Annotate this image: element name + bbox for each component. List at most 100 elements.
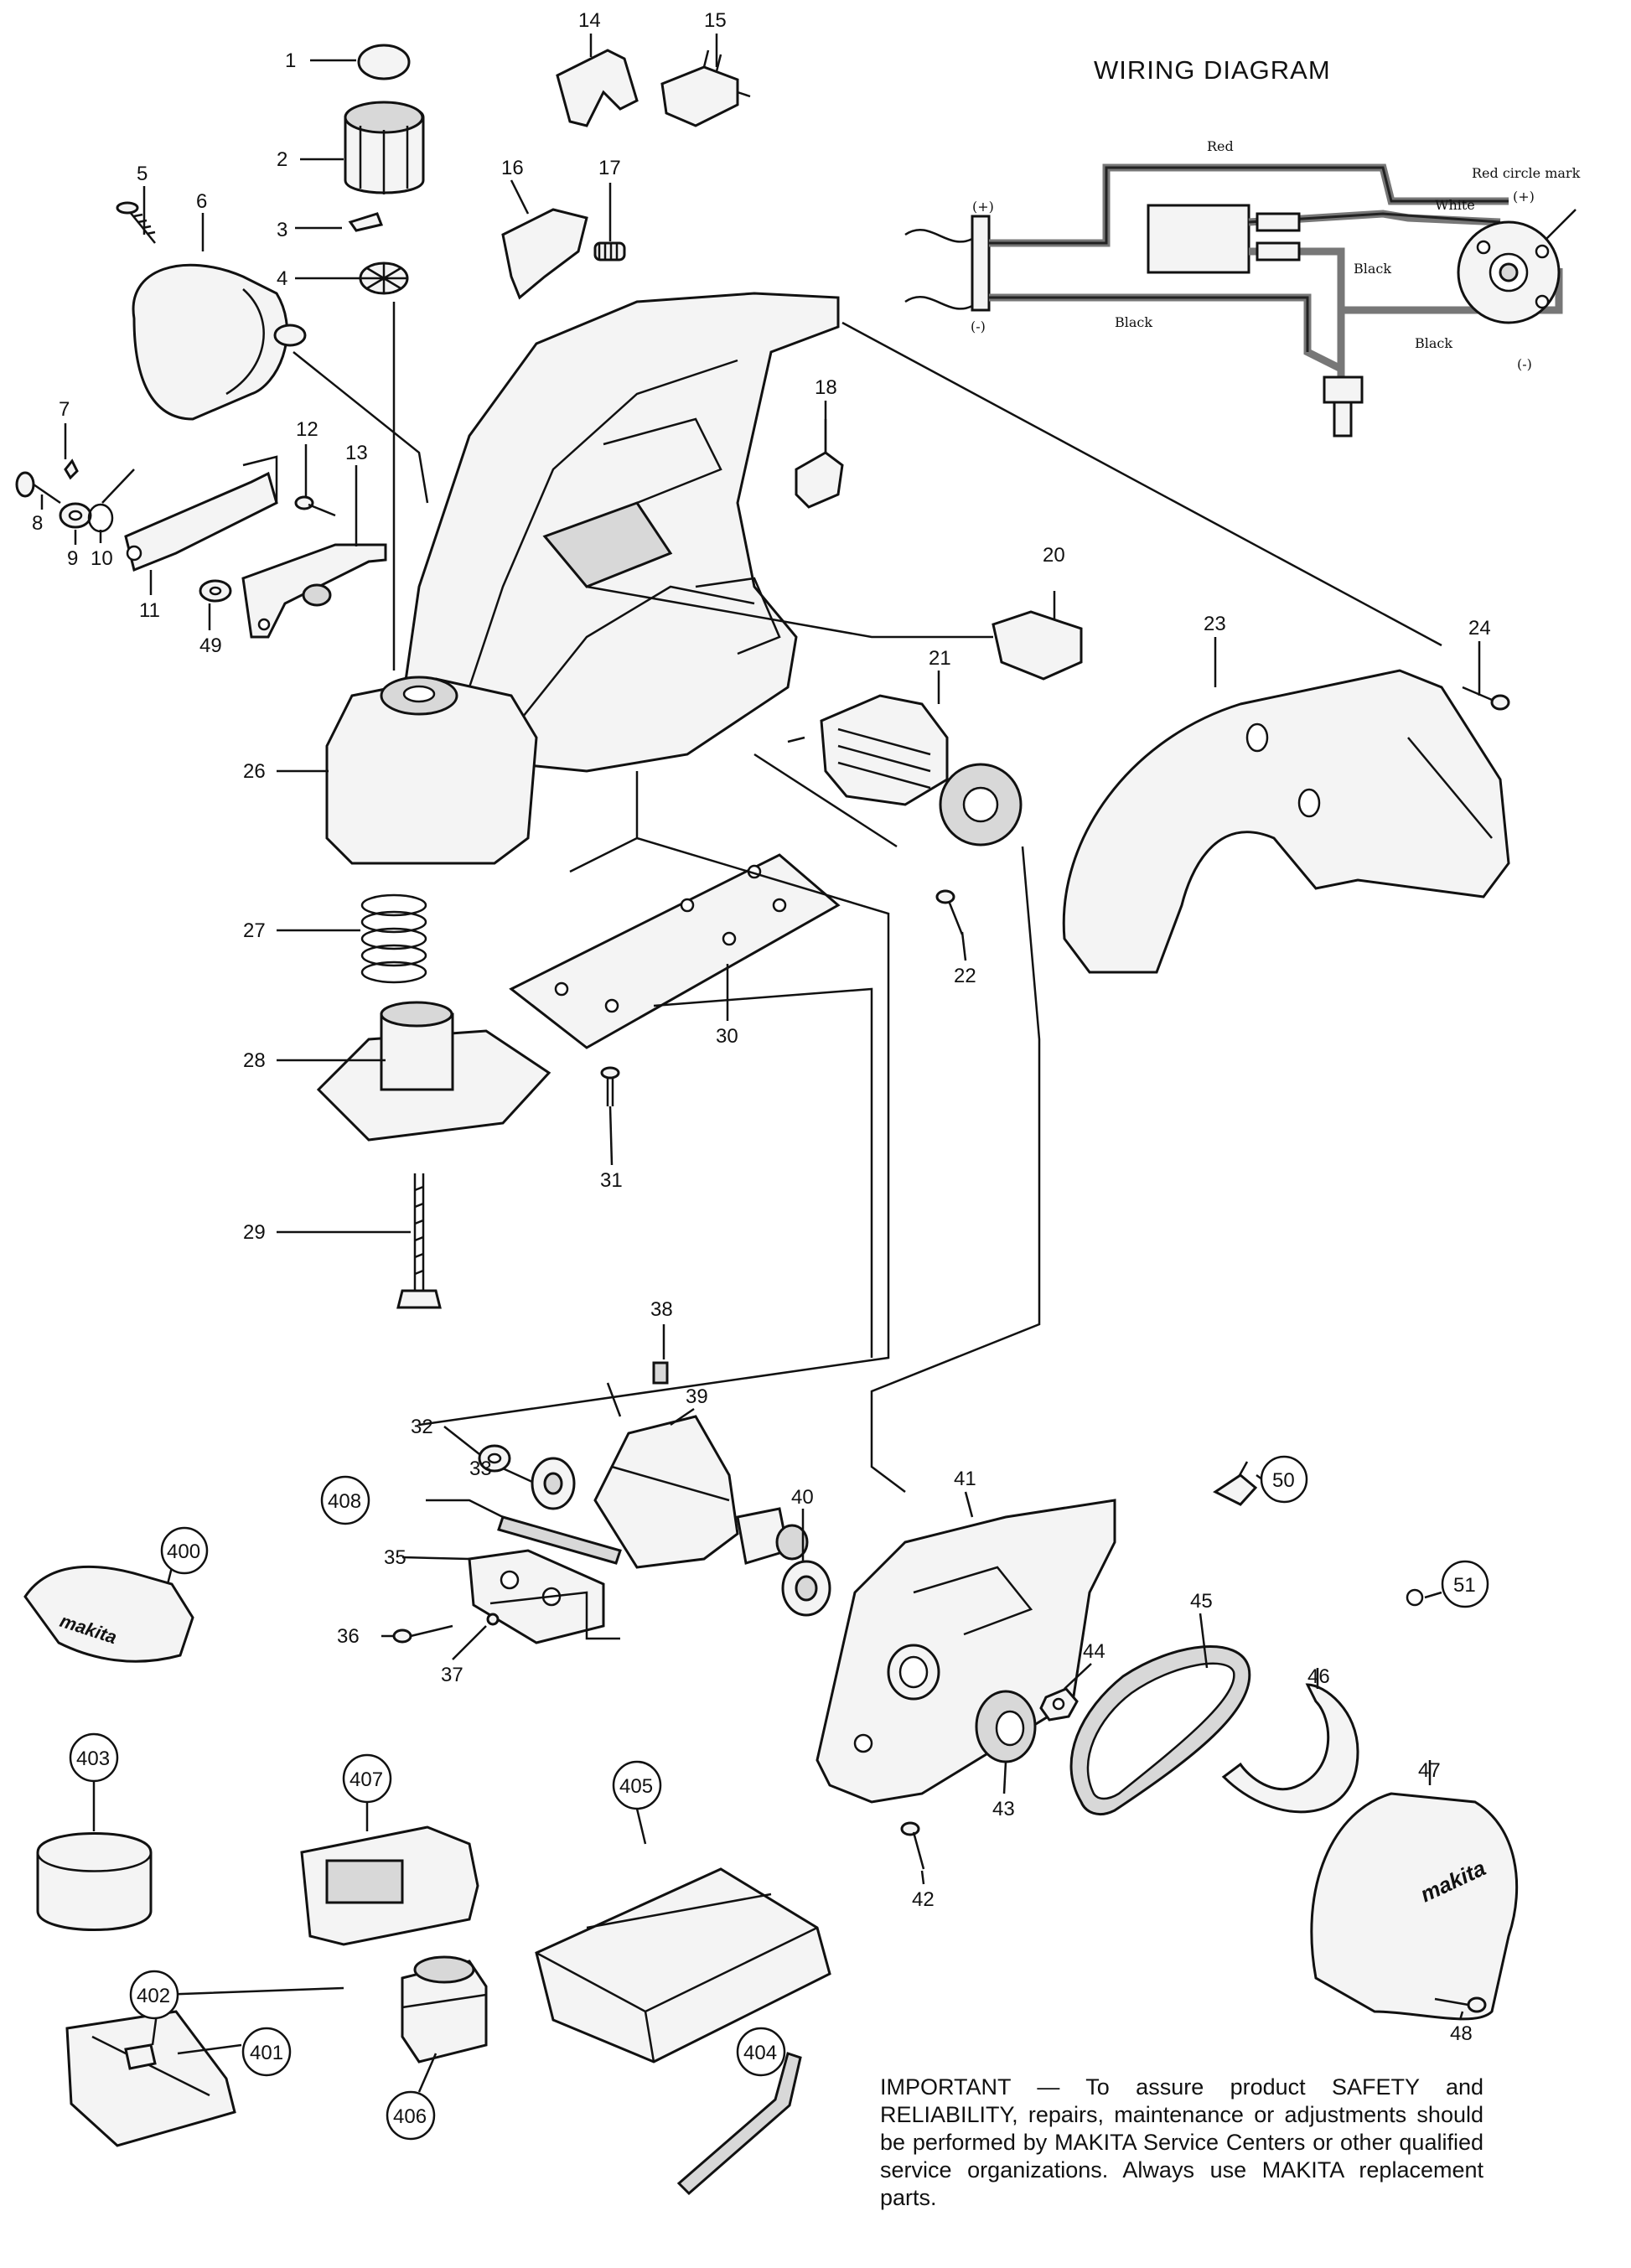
callout-401-circle [241, 2027, 292, 2077]
carrying-case-405 [535, 1867, 831, 2063]
ratchet-washer [359, 261, 409, 295]
callout-11: 11 [139, 599, 160, 622]
bearing-40 [781, 1560, 831, 1617]
brush-holder-18 [795, 419, 844, 509]
polarity-plus-terminal: (+) [972, 199, 994, 215]
pin-37 [486, 1613, 500, 1626]
gear-housing-41 [816, 1499, 1116, 1804]
callout-8: 8 [32, 512, 43, 535]
bearing-33 [531, 1457, 576, 1510]
callout-42: 42 [912, 1888, 935, 1911]
wire-label-black-1: Black [1354, 261, 1391, 277]
set-plate-35 [468, 1549, 605, 1644]
callout-407: 407 [350, 1768, 383, 1791]
callout-4: 4 [277, 267, 287, 290]
screw-22 [935, 889, 964, 935]
callout-24: 24 [1468, 617, 1491, 639]
polarity-minus-motor: (-) [1517, 356, 1532, 372]
switch-lever-14 [556, 49, 639, 127]
callout-37: 37 [441, 1664, 463, 1686]
screw-31 [600, 1066, 620, 1106]
spring-38 [652, 1361, 669, 1385]
spring-27 [360, 893, 427, 984]
callout-45: 45 [1190, 1590, 1213, 1613]
callout-6: 6 [196, 190, 207, 213]
front-cover [132, 263, 307, 421]
wire-label-black-3: Black [1415, 335, 1452, 351]
callout-14: 14 [578, 9, 601, 32]
callout-36: 36 [337, 1625, 360, 1648]
pin-7 [64, 458, 79, 480]
callout-2: 2 [277, 148, 287, 171]
pulley-43 [975, 1690, 1037, 1763]
callout-407-circle [342, 1753, 392, 1804]
washer-49 [199, 579, 232, 603]
wiring-diagram: Red Red circle mark White Black Black Bl… [904, 138, 1581, 438]
adjusting-screw-29 [396, 1173, 442, 1309]
callout-26: 26 [243, 760, 266, 783]
callout-400-circle [160, 1526, 209, 1575]
callout-32: 32 [411, 1416, 433, 1438]
front-base-28 [316, 1001, 551, 1142]
wiring-diagram-title: WIRING DIAGRAM [1094, 55, 1331, 85]
motor-end-view [1457, 220, 1561, 324]
screw-5 [116, 201, 156, 244]
switch [1147, 204, 1250, 274]
callout-17: 17 [598, 157, 621, 179]
screw-48 [1434, 1996, 1487, 2013]
callout-50: 50 [1272, 1469, 1295, 1492]
clip [348, 212, 384, 232]
handle-cover-23 [1062, 669, 1510, 974]
callout-5: 5 [137, 163, 148, 185]
callout-47: 47 [1418, 1759, 1441, 1782]
hex-wrench-404 [676, 2052, 802, 2196]
main-housing [401, 292, 840, 773]
callout-43: 43 [992, 1798, 1015, 1820]
base-plate-30 [509, 853, 841, 1049]
knob-cap [357, 44, 411, 80]
brush-20 [992, 610, 1083, 681]
callout-33: 33 [469, 1458, 492, 1480]
screw-12 [294, 495, 336, 517]
callout-10: 10 [91, 547, 113, 570]
spring-17 [593, 241, 626, 261]
callout-46: 46 [1307, 1665, 1330, 1688]
callout-402: 402 [137, 1985, 170, 2007]
terminal-block [971, 215, 991, 312]
callout-403: 403 [76, 1748, 110, 1770]
polarity-minus-terminal: (-) [971, 318, 986, 334]
assembly-lines [293, 302, 1442, 1640]
polarity-plus-motor: (+) [1513, 189, 1535, 205]
callout-44: 44 [1083, 1640, 1105, 1663]
battery-406 [401, 1955, 488, 2063]
screw-42 [900, 1821, 925, 1870]
callout-12: 12 [296, 418, 318, 441]
callout-leaders [40, 34, 1481, 2093]
wire-label-black-2: Black [1115, 314, 1152, 330]
wire-label-red: Red [1207, 138, 1234, 154]
callout-401: 401 [250, 2042, 283, 2064]
callout-405: 405 [619, 1775, 653, 1798]
callout-40: 40 [791, 1486, 814, 1509]
callout-3: 3 [277, 219, 287, 241]
battery-case-407 [300, 1825, 479, 1946]
belt-guard-46 [1221, 1683, 1359, 1814]
callout-21: 21 [929, 647, 951, 670]
callout-30: 30 [716, 1025, 738, 1048]
callout-31: 31 [600, 1169, 623, 1192]
screw-24 [1462, 686, 1510, 711]
callout-408-circle [320, 1475, 370, 1525]
callout-48: 48 [1450, 2022, 1473, 2045]
bracket-13 [241, 543, 387, 639]
callout-404-circle [736, 2027, 786, 2077]
connector-plug [1323, 375, 1364, 404]
callout-16: 16 [501, 157, 524, 179]
callout-1: 1 [285, 49, 296, 72]
washer-9 [59, 502, 92, 529]
callout-406-circle [386, 2090, 436, 2141]
switch-15 [660, 49, 751, 127]
callout-51: 51 [1453, 1574, 1476, 1597]
knob-50 [1213, 1461, 1258, 1506]
callout-9: 9 [67, 547, 78, 570]
